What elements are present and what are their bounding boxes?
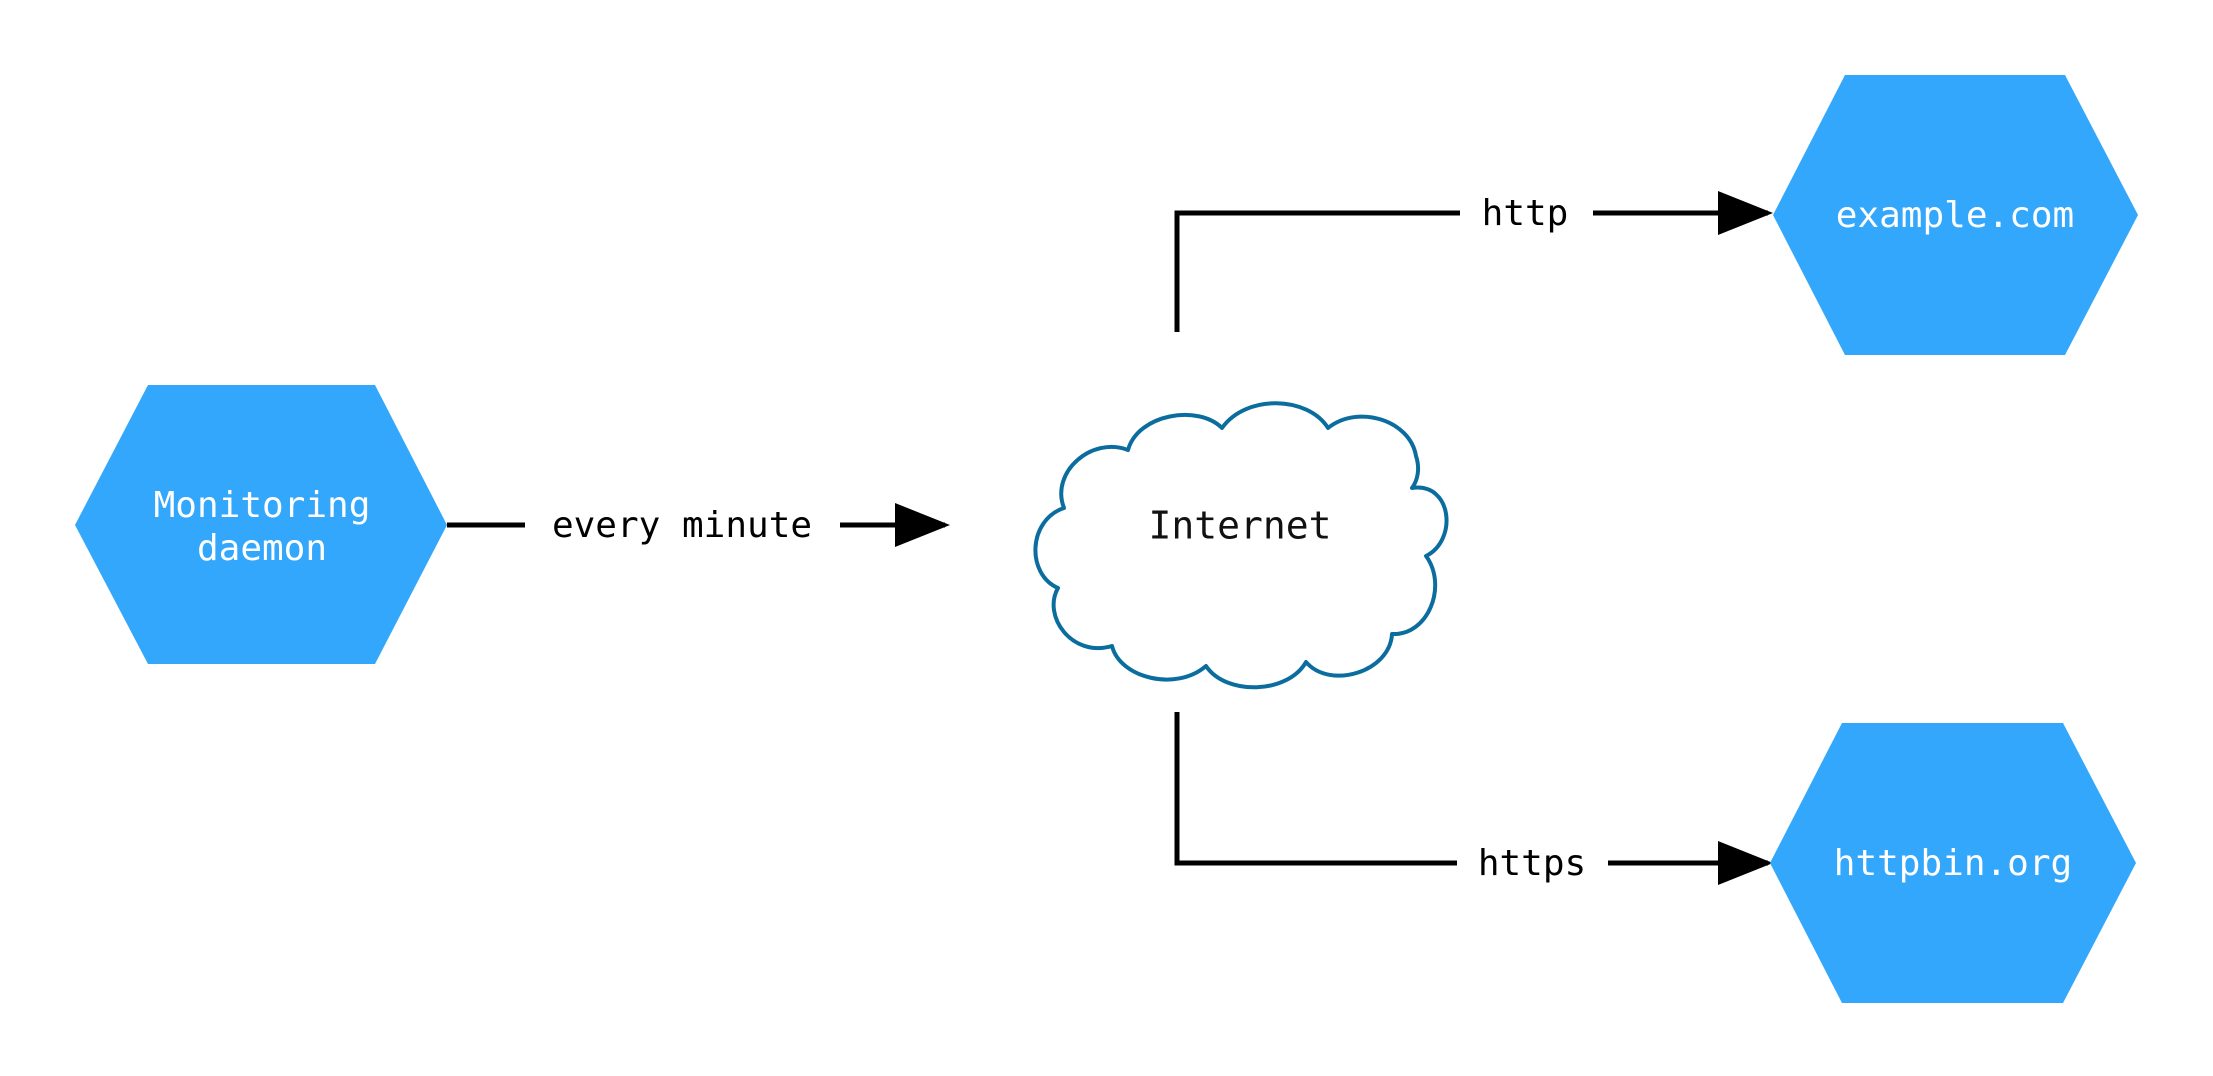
node-internet[interactable]: Internet: [1033, 401, 1449, 690]
edge-http-elbow: [1174, 210, 1460, 332]
edge-label-every-minute: every minute: [552, 505, 812, 546]
edge-internet-to-example: http: [1174, 191, 1773, 332]
edge-internet-to-httpbin: https: [1174, 712, 1773, 885]
node-example-com-shape[interactable]: [1773, 75, 2138, 355]
node-httpbin-org-label: httpbin.org: [1834, 843, 2072, 884]
node-monitoring-daemon-shape[interactable]: [75, 385, 447, 664]
node-example-com-label: example.com: [1836, 195, 2074, 236]
edge-daemon-to-internet: every minute: [447, 503, 950, 547]
node-httpbin-org[interactable]: httpbin.org: [1770, 723, 2136, 1003]
node-monitoring-daemon[interactable]: Monitoring daemon: [75, 385, 447, 664]
edge-https-elbow: [1174, 712, 1457, 866]
node-monitoring-daemon-label-line2: daemon: [197, 528, 327, 569]
node-internet-cloud-shape[interactable]: [1033, 401, 1449, 690]
node-example-com[interactable]: example.com: [1773, 75, 2138, 355]
node-monitoring-daemon-label-line1: Monitoring: [154, 485, 371, 526]
node-httpbin-org-shape[interactable]: [1770, 723, 2136, 1003]
node-internet-label: Internet: [1148, 504, 1331, 548]
edge-label-https: https: [1478, 843, 1586, 884]
edge-label-http: http: [1482, 193, 1569, 234]
